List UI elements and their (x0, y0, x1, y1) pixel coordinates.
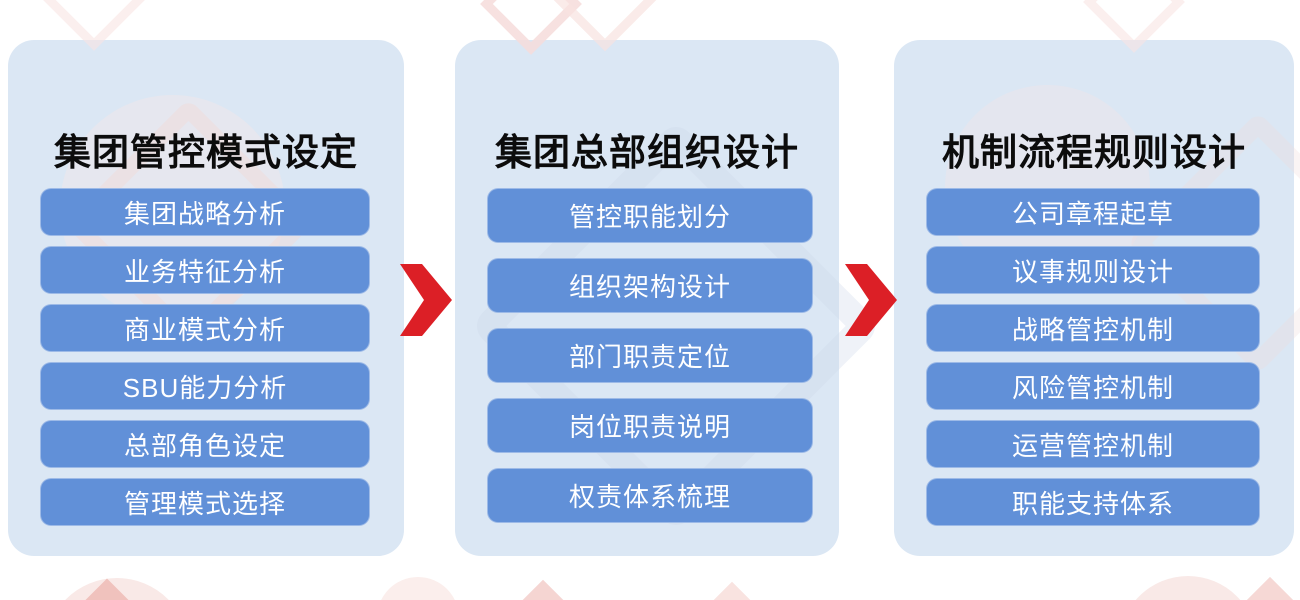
stage-1-step-4: SBU能力分析 (40, 362, 370, 410)
arrow-stage2-to-stage3-chevron-icon (845, 264, 897, 336)
stage-3-content: 机制流程规则设计 公司章程起草 议事规则设计 战略管控机制 风险管控机制 运营管… (894, 40, 1294, 556)
stage-1-title: 集团管控模式设定 (54, 132, 358, 173)
stage-3-title: 机制流程规则设计 (942, 132, 1246, 173)
stage-1-step-1: 集团战略分析 (40, 188, 370, 236)
stage-1-steps: 集团战略分析 业务特征分析 商业模式分析 SBU能力分析 总部角色设定 管理模式… (8, 40, 404, 556)
stage-3-step-5: 运营管控机制 (926, 420, 1260, 468)
stage-2-step-5: 权责体系梳理 (487, 468, 813, 523)
watermark-circle-icon (377, 577, 459, 600)
watermark-diamond-icon (1238, 576, 1300, 600)
stage-2-step-3: 部门职责定位 (487, 328, 813, 383)
stage-1-step-6: 管理模式选择 (40, 478, 370, 526)
stage-3-step-2: 议事规则设计 (926, 246, 1260, 294)
watermark-circle-icon (45, 578, 189, 600)
stage-3-step-3: 战略管控机制 (926, 304, 1260, 352)
arrow-stage1-to-stage2-chevron-icon (400, 264, 452, 336)
stage-3-panel (894, 40, 1294, 556)
watermark-diamond-icon (74, 578, 140, 600)
stage-1-step-3: 商业模式分析 (40, 304, 370, 352)
stage-3-steps: 公司章程起草 议事规则设计 战略管控机制 风险管控机制 运营管控机制 职能支持体… (894, 40, 1294, 556)
stage-2-step-4: 岗位职责说明 (487, 398, 813, 453)
watermark-diamond-icon (703, 581, 761, 600)
stage-2-content: 集团总部组织设计 管控职能划分 组织架构设计 部门职责定位 岗位职责说明 权责体… (455, 40, 839, 556)
stage-3-step-4: 风险管控机制 (926, 362, 1260, 410)
watermark-circle-icon (1119, 576, 1257, 600)
stage-3-step-1: 公司章程起草 (926, 188, 1260, 236)
stage-1-content: 集团管控模式设定 集团战略分析 业务特征分析 商业模式分析 SBU能力分析 总部… (8, 40, 404, 556)
stage-2-step-2: 组织架构设计 (487, 258, 813, 313)
stage-1-step-2: 业务特征分析 (40, 246, 370, 294)
stage-2-steps: 管控职能划分 组织架构设计 部门职责定位 岗位职责说明 权责体系梳理 (455, 40, 839, 556)
watermark-diamond-icon (514, 579, 572, 600)
stage-2-title: 集团总部组织设计 (495, 132, 799, 173)
stage-3-step-6: 职能支持体系 (926, 478, 1260, 526)
stage-2-step-1: 管控职能划分 (487, 188, 813, 243)
stage-1-step-5: 总部角色设定 (40, 420, 370, 468)
stage-1-panel (8, 40, 404, 556)
